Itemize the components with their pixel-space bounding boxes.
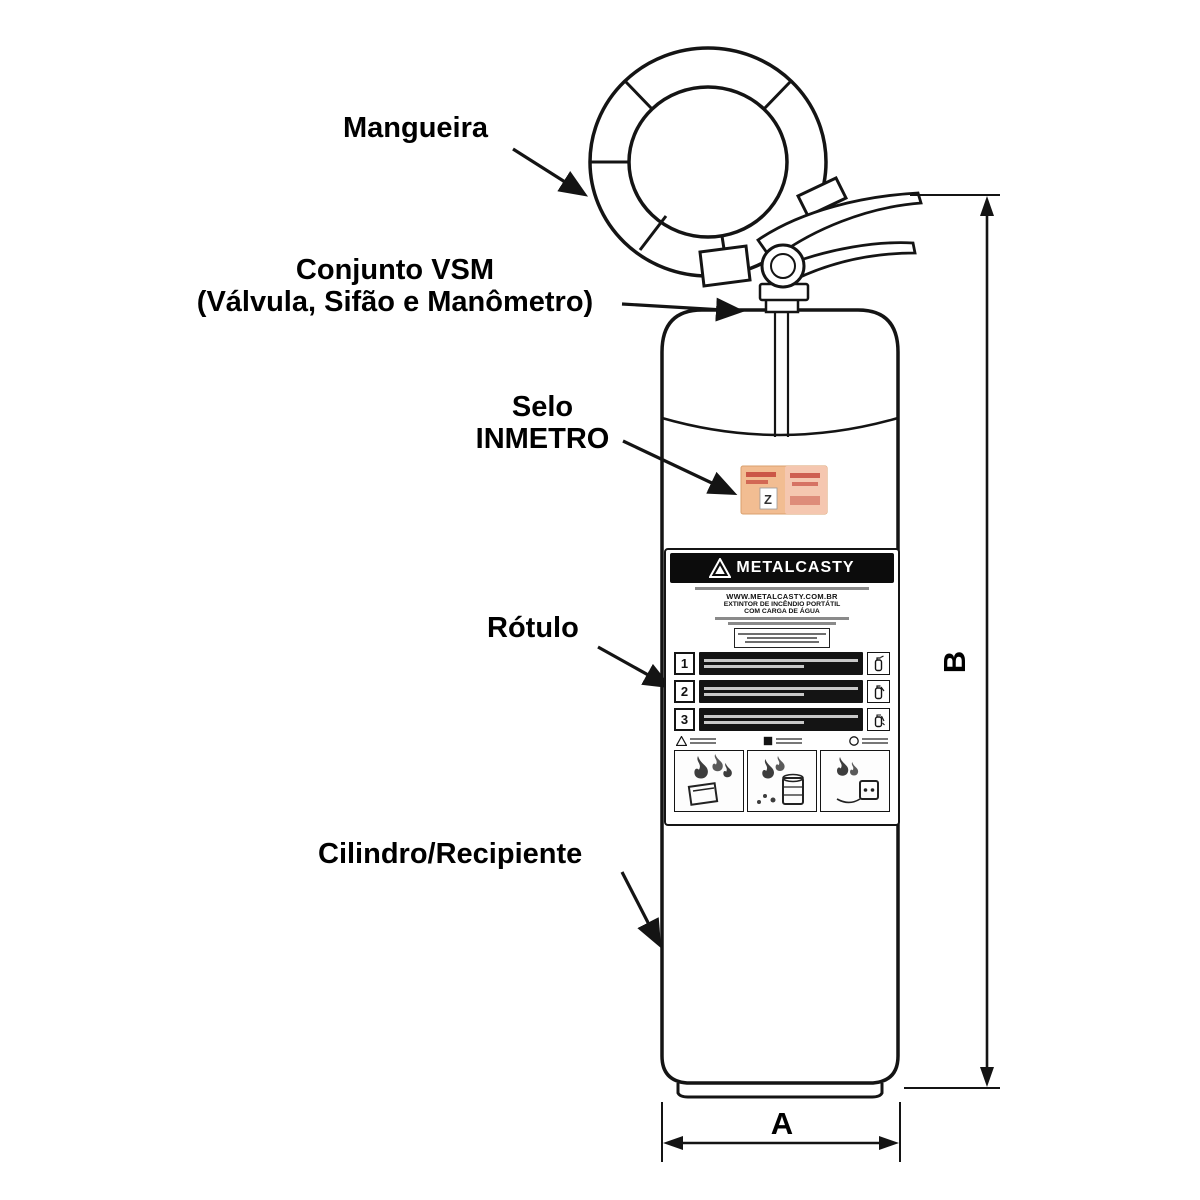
label-rotulo: Rótulo bbox=[487, 612, 579, 644]
fire-class-c-pictogram bbox=[820, 749, 890, 812]
arrow-mangueira bbox=[512, 147, 589, 197]
arrow-selo-inmetro bbox=[622, 439, 738, 496]
step-number: 3 bbox=[674, 707, 695, 731]
warning-row bbox=[676, 735, 888, 746]
label-conjunto-vsm: Conjunto VSM (Válvula, Sifão e Manômetro… bbox=[160, 254, 630, 319]
metalcasty-logo-icon bbox=[709, 558, 732, 578]
label-mangueira-text: Mangueira bbox=[343, 112, 489, 144]
instruction-row-1: 1 bbox=[674, 651, 890, 675]
arrow-rotulo bbox=[597, 645, 673, 689]
fire-class-b-icon bbox=[757, 755, 804, 805]
label-cilindro-text: Cilindro/Recipiente bbox=[318, 838, 583, 870]
label-conjunto-line2: (Válvula, Sifão e Manômetro) bbox=[196, 286, 594, 319]
label-website: WWW.METALCASTY.COM.BR bbox=[726, 592, 838, 601]
warning-item bbox=[849, 735, 888, 746]
seal-mark: Z bbox=[764, 492, 772, 507]
warning-triangle-icon bbox=[676, 735, 687, 746]
label-product-line2: COM CARGA DE ÁGUA bbox=[744, 608, 820, 615]
label-rotulo-text: Rótulo bbox=[487, 612, 579, 644]
label-mangueira: Mangueira bbox=[343, 112, 488, 144]
spec-line bbox=[738, 632, 826, 635]
arrow-conjunto-vsm bbox=[621, 297, 745, 322]
hose bbox=[588, 46, 849, 288]
spec-line bbox=[746, 636, 818, 639]
valve-assembly bbox=[756, 191, 923, 314]
class-b-icon bbox=[763, 736, 773, 745]
callout-arrows bbox=[512, 147, 745, 949]
dimension-a bbox=[661, 1102, 901, 1162]
instruction-text-bar bbox=[699, 707, 863, 731]
lower-lever bbox=[781, 241, 917, 281]
arrow-cilindro bbox=[620, 871, 662, 949]
label-selo-line1: Selo bbox=[511, 391, 574, 423]
dimension-a-letter: A bbox=[770, 1106, 794, 1141]
dome-seam bbox=[661, 416, 899, 437]
label-cilindro: Cilindro/Recipiente bbox=[318, 838, 582, 870]
label-selo-inmetro: Selo INMETRO bbox=[455, 391, 630, 456]
brand-bar: METALCASTY bbox=[670, 553, 894, 583]
instruction-row-2: 2 bbox=[674, 679, 890, 703]
extinguisher-pictogram-icon bbox=[874, 713, 885, 727]
fire-class-pictograms bbox=[674, 749, 890, 812]
warning-item bbox=[676, 735, 716, 746]
label-product-line1: EXTINTOR DE INCÊNDIO PORTÁTIL bbox=[723, 601, 841, 608]
dimension-b-letter: B bbox=[937, 650, 973, 674]
spec-line bbox=[744, 640, 820, 643]
step-number: 2 bbox=[674, 679, 695, 703]
seal-inner-tag bbox=[759, 487, 778, 510]
step-number: 1 bbox=[674, 651, 695, 675]
instruction-text-bar bbox=[699, 651, 863, 675]
fire-class-b-pictogram bbox=[747, 749, 817, 812]
step-icon-box bbox=[867, 651, 890, 675]
cylinder-foot bbox=[676, 1083, 884, 1099]
label-conjunto-line1: Conjunto VSM bbox=[295, 254, 495, 286]
inmetro-seal: Z bbox=[740, 465, 828, 515]
step-icon-box bbox=[867, 679, 890, 703]
spec-box bbox=[734, 628, 830, 648]
fire-class-c-icon bbox=[836, 756, 879, 803]
warning-item bbox=[763, 736, 802, 746]
instruction-text-bar bbox=[699, 679, 863, 703]
hose-coupling bbox=[698, 244, 752, 288]
hose-nozzle bbox=[795, 176, 849, 218]
label-text-line bbox=[728, 622, 836, 625]
label-text-line bbox=[694, 587, 870, 590]
extinguisher-pictogram-icon bbox=[874, 684, 885, 699]
class-c-icon bbox=[849, 735, 859, 746]
step-icon-box bbox=[867, 707, 890, 731]
extinguisher-product-label: METALCASTY WWW.METALCASTY.COM.BR EXTINTO… bbox=[664, 548, 900, 826]
brand-name: METALCASTY bbox=[736, 559, 855, 576]
extinguisher-pictogram-icon bbox=[874, 654, 884, 671]
instruction-row-3: 3 bbox=[674, 707, 890, 731]
label-selo-line2: INMETRO bbox=[475, 423, 610, 456]
manometer bbox=[760, 243, 806, 289]
label-text-line bbox=[714, 617, 850, 620]
dimension-b bbox=[904, 194, 1000, 1089]
fire-class-a-pictogram bbox=[674, 749, 744, 812]
fire-class-a-icon bbox=[687, 753, 732, 806]
